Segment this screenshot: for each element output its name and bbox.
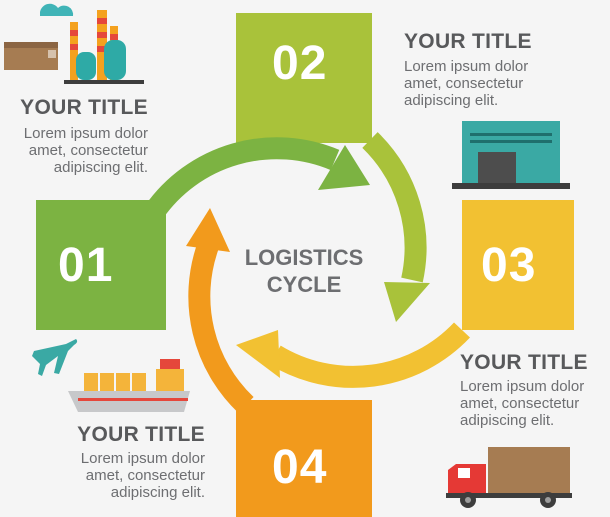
center-label-line1: LOGISTICS bbox=[244, 245, 364, 270]
arrow-03-head bbox=[236, 330, 280, 378]
step-01-title: YOUR TITLE bbox=[20, 96, 148, 119]
truck-icon bbox=[446, 447, 572, 508]
center-label: LOGISTICS CYCLE bbox=[214, 244, 394, 298]
step-02-text: YOUR TITLE Lorem ipsum dolor amet, conse… bbox=[404, 30, 532, 109]
box-icon bbox=[4, 42, 58, 70]
step-03-number: 03 bbox=[481, 239, 537, 292]
step-04-block bbox=[236, 400, 372, 517]
step-04-line: amet, consectetur bbox=[85, 467, 205, 484]
step-02-number: 02 bbox=[272, 37, 328, 90]
arrow-04-head bbox=[186, 208, 230, 252]
step-02-line: amet, consectetur bbox=[404, 75, 524, 92]
arrow-02-to-03 bbox=[362, 132, 427, 283]
step-04-title: YOUR TITLE bbox=[77, 423, 205, 446]
step-03-line: adipiscing elit. bbox=[460, 412, 555, 429]
arrow-01-head bbox=[318, 145, 370, 190]
step-01-line: amet, consectetur bbox=[28, 142, 148, 159]
step-02-line: Lorem ipsum dolor bbox=[404, 58, 529, 75]
arrow-04-to-01 bbox=[188, 242, 254, 413]
step-02-title: YOUR TITLE bbox=[404, 30, 532, 53]
factory-icon bbox=[40, 3, 144, 84]
step-02-line: adipiscing elit. bbox=[404, 92, 499, 109]
step-03-line: Lorem ipsum dolor bbox=[460, 378, 585, 395]
warehouse-icon bbox=[452, 121, 570, 189]
airplane-icon bbox=[32, 339, 78, 376]
step-04-text: YOUR TITLE Lorem ipsum dolor amet, conse… bbox=[77, 423, 205, 501]
arrow-03-to-04 bbox=[269, 322, 470, 388]
step-01-number: 01 bbox=[58, 239, 114, 292]
step-03-text: YOUR TITLE Lorem ipsum dolor amet, conse… bbox=[460, 351, 588, 429]
step-01-line: adipiscing elit. bbox=[53, 159, 148, 176]
arrow-01-to-02 bbox=[145, 137, 340, 219]
step-03-title: YOUR TITLE bbox=[460, 351, 588, 374]
step-04-number: 04 bbox=[272, 441, 328, 494]
step-02-block bbox=[236, 13, 372, 143]
step-01-line: Lorem ipsum dolor bbox=[23, 125, 148, 142]
arrow-02-head bbox=[384, 282, 430, 322]
step-01-block bbox=[36, 200, 166, 330]
step-03-block bbox=[462, 200, 574, 330]
cargo-ship-icon bbox=[68, 359, 190, 412]
step-04-line: adipiscing elit. bbox=[110, 484, 205, 501]
center-label-line2: CYCLE bbox=[266, 272, 342, 297]
step-03-line: amet, consectetur bbox=[460, 395, 580, 412]
step-04-line: Lorem ipsum dolor bbox=[80, 450, 205, 467]
step-01-text: YOUR TITLE Lorem ipsum dolor amet, conse… bbox=[20, 96, 148, 176]
